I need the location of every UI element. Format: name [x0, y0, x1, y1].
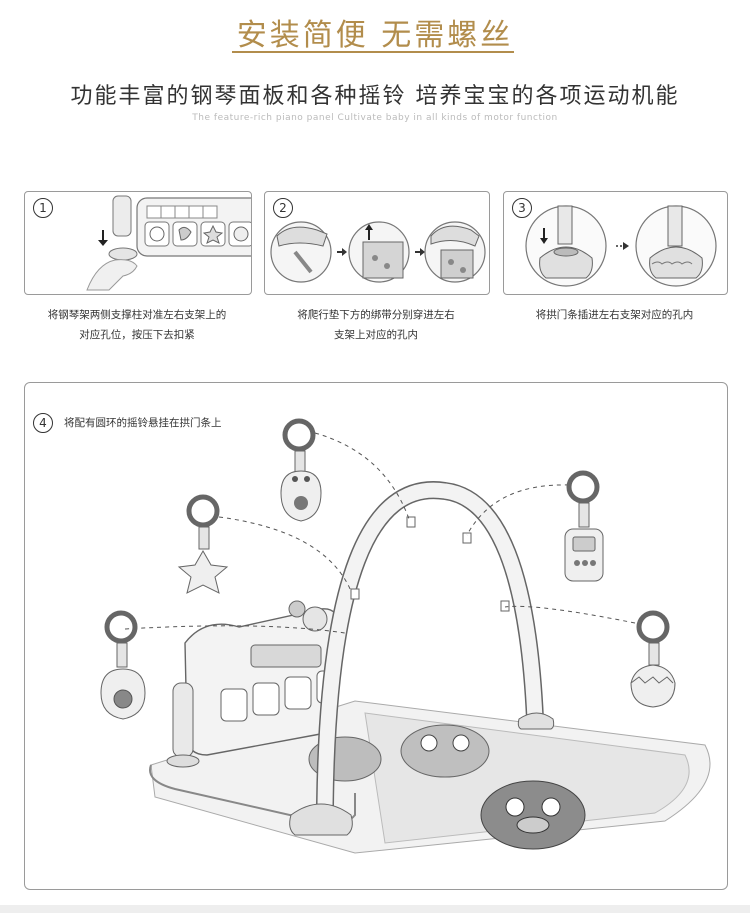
step-2-number: 2	[273, 198, 293, 218]
step-3-caption-line-1: 将拱门条插进左右支架对应的孔内	[535, 309, 694, 321]
step-3-number: 3	[512, 198, 532, 218]
page-title: 安装简便 无需螺丝	[236, 18, 514, 53]
step-1-caption-line-1: 将钢琴架两侧支撑柱对准左右支架上的	[47, 309, 227, 321]
step-1-caption-line-2: 对应孔位，按压下去扣紧	[79, 329, 195, 341]
page-subtitle: 功能丰富的钢琴面板和各种摇铃 培养宝宝的各项运动机能	[70, 84, 680, 109]
step-2-caption-line-1: 将爬行垫下方的绑带分别穿进左右	[297, 309, 455, 321]
step-4-caption: 将配有圆环的摇铃悬挂在拱门条上	[64, 417, 222, 429]
step-4-illustration	[100, 418, 711, 854]
step-1-caption: 将钢琴架两侧支撑柱对准左右支架上的 对应孔位，按压下去扣紧	[24, 305, 250, 345]
step-2-illustration	[270, 221, 486, 283]
step-2-caption-line-2: 支架上对应的孔内	[334, 329, 418, 341]
step-3-caption: 将拱门条插进左右支架对应的孔内	[503, 305, 726, 325]
step-1-illustration	[86, 195, 251, 291]
step-3-panel	[503, 191, 728, 295]
step-4-panel	[24, 382, 728, 890]
bottom-divider	[0, 905, 750, 913]
step-4-number: 4	[33, 413, 53, 433]
title-underline	[232, 51, 514, 53]
step-1-number: 1	[33, 198, 53, 218]
page-subtitle-english: The feature-rich piano panel Cultivate b…	[192, 113, 558, 123]
step-3-illustration	[525, 205, 717, 287]
step-2-panel	[264, 191, 490, 295]
step-2-caption: 将爬行垫下方的绑带分别穿进左右 支架上对应的孔内	[264, 305, 488, 345]
step-1-panel	[24, 191, 252, 295]
